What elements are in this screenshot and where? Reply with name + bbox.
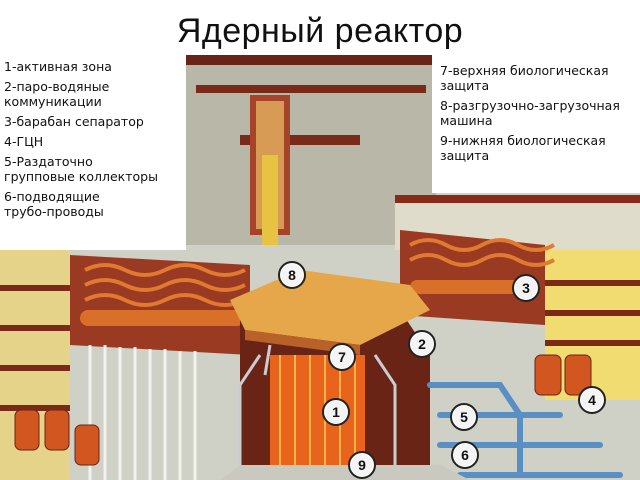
legend-item-4: 4-ГЦН: [4, 134, 44, 149]
marker-2-steam-water-lines: 2: [408, 330, 436, 358]
marker-8-refuelling-machine: 8: [278, 261, 306, 289]
marker-6-inlet-pipes: 6: [451, 441, 479, 469]
marker-7-upper-shield: 7: [328, 343, 356, 371]
legend-item-1: 1-активная зона: [4, 59, 112, 74]
marker-4-pump: 4: [578, 386, 606, 414]
marker-1-core: 1: [322, 398, 350, 426]
legend-item-2: 2-паро-водяные коммуникации: [4, 79, 110, 109]
legend-item-5: 5-Раздаточно групповые коллекторы: [4, 154, 158, 184]
diagram-title: Ядерный реактор: [176, 12, 464, 50]
legend-right: 7-верхняя биологическая защита 8-разгруз…: [432, 55, 640, 193]
marker-3-separator-drum: 3: [512, 274, 540, 302]
legend-item-3: 3-барабан сепаратор: [4, 114, 144, 129]
legend-item-6: 6-подводящие трубо-проводы: [4, 189, 104, 219]
legend-item-8: 8-разгрузочно-загрузочная машина: [440, 98, 620, 128]
legend-item-7: 7-верхняя биологическая защита: [440, 63, 609, 93]
marker-5-collectors: 5: [450, 403, 478, 431]
legend-left: 1-активная зона 2-паро-водяные коммуника…: [0, 55, 186, 250]
marker-9-lower-shield: 9: [348, 451, 376, 479]
legend-item-9: 9-нижняя биологическая защита: [440, 133, 606, 163]
